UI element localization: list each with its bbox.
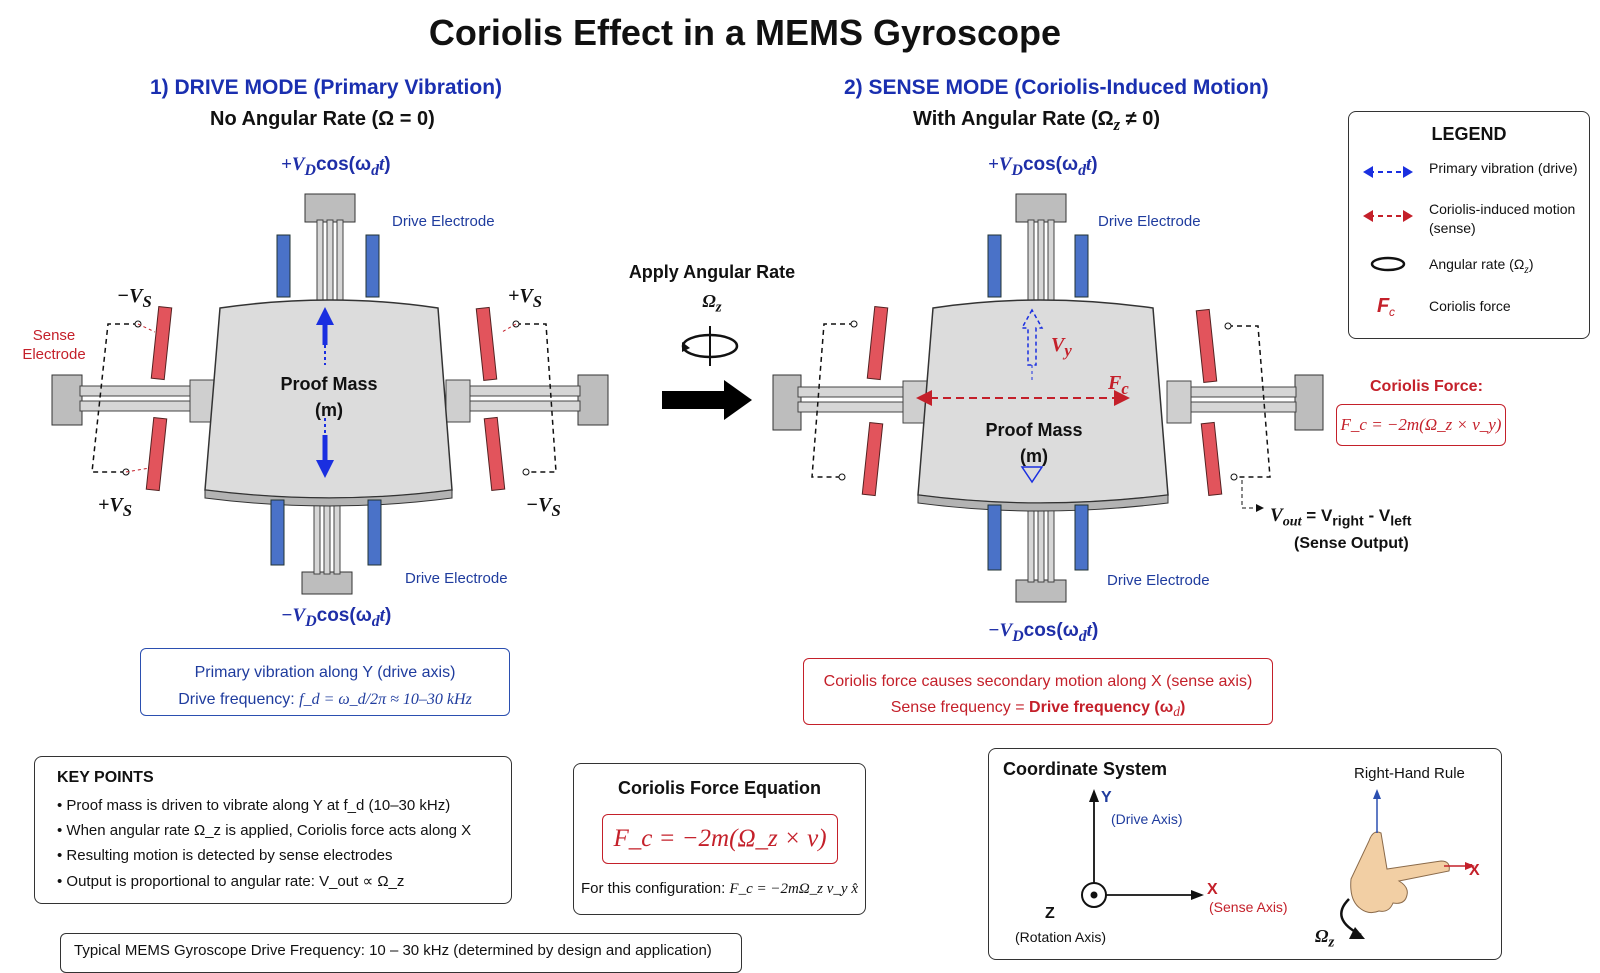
sense-output-label: (Sense Output) — [1294, 535, 1409, 552]
sense-mode-device — [772, 193, 1324, 603]
equation-title: Coriolis Force Equation — [617, 778, 822, 798]
drive-left-spring — [51, 374, 215, 426]
sense-info-box: Coriolis force causes secondary motion a… — [803, 658, 1273, 725]
coriolis-force-legend-symbol: F — [1377, 295, 1390, 317]
legend-item-angular-rate: Angular rate (Ωz) — [1429, 256, 1534, 276]
equation-panel: Coriolis Force Equation F_c = −2m(Ω_z × … — [573, 763, 866, 915]
transition-graphic — [662, 326, 752, 420]
drive-mode-device — [51, 193, 609, 595]
vs-top-right: +VS — [508, 285, 543, 311]
legend-icons: F c — [1363, 166, 1413, 319]
key-point-item: Output is proportional to angular rate: … — [57, 872, 511, 890]
legend-panel: LEGEND F c Primary vibration (drive) Cor… — [1348, 111, 1590, 339]
footer-note: Typical MEMS Gyroscope Drive Frequency: … — [60, 933, 742, 973]
y-axis-letter: Y — [1101, 789, 1112, 806]
drive-top-voltage: +VDcos(ωdt) — [281, 154, 391, 179]
right-hand-rule-label: Right-Hand Rule — [1354, 765, 1465, 782]
drive-mode-heading: 1) DRIVE MODE (Primary Vibration) — [150, 76, 503, 99]
sense-proof-mass-label: Proof Mass (m) — [985, 420, 1083, 466]
vs-bottom-right: −VS — [526, 494, 561, 520]
drive-mode-subheading: No Angular Rate (Ω = 0) — [210, 108, 435, 130]
vs-bottom-left: +VS — [98, 494, 133, 520]
vout-equation: Vout = Vright - Vleft — [1270, 505, 1412, 530]
sense-left-spring — [772, 374, 928, 431]
z-axis-label: (Rotation Axis) — [1015, 929, 1107, 945]
coordinate-axes: X — [1081, 789, 1480, 939]
apply-angular-rate-label: Apply Angular Rate Ωz — [628, 262, 796, 316]
key-point-item: Resulting motion is detected by sense el… — [57, 847, 511, 864]
omega-z-label: Ωz — [1315, 926, 1335, 951]
configuration-equation: For this configuration: F_c = −2mΩ_z v_y… — [581, 880, 858, 897]
sense-top-voltage: +VDcos(ωdt) — [988, 154, 1098, 179]
drive-bottom-voltage: −VDcos(ωdt) — [281, 605, 392, 630]
sense-electrode-label: Sense Electrode — [22, 327, 86, 363]
sense-mode-subheading: With Angular Rate (Ωz ≠ 0) — [913, 108, 1161, 134]
drive-electrode-label-bottom: Drive Electrode — [405, 570, 508, 587]
sense-bottom-voltage: −VDcos(ωdt) — [988, 620, 1099, 645]
page-title: Coriolis Effect in a MEMS Gyroscope — [428, 12, 1062, 53]
legend-item-drive: Primary vibration (drive) — [1429, 160, 1578, 176]
drive-proof-mass-label: Proof Mass (m) — [280, 374, 378, 420]
y-axis-label: (Drive Axis) — [1111, 811, 1183, 827]
coordinate-panel: Coordinate System Right-Hand Rule X Y (D… — [988, 748, 1502, 960]
sense-bottom-spring — [1015, 497, 1067, 603]
drive-electrode-label-top: Drive Electrode — [392, 213, 495, 230]
drive-right-spring — [445, 374, 609, 426]
key-point-item: Proof mass is driven to vibrate along Y … — [57, 797, 511, 814]
svg-text:X: X — [1469, 862, 1480, 879]
coriolis-force-title: Coriolis Force: — [1370, 378, 1483, 395]
legend-title: LEGEND — [1431, 124, 1507, 144]
key-points-panel: KEY POINTS Proof mass is driven to vibra… — [34, 756, 512, 904]
sense-drive-electrode-label-top: Drive Electrode — [1098, 213, 1201, 230]
key-points-title: KEY POINTS — [57, 769, 154, 786]
drive-info-box: Primary vibration along Y (drive axis) D… — [140, 648, 510, 716]
legend-item-sense: Coriolis-induced motion (sense) — [1429, 201, 1576, 236]
sense-drive-electrode-label-bottom: Drive Electrode — [1107, 572, 1210, 589]
angular-rate-legend-icon — [1370, 256, 1406, 272]
coordinate-title: Coordinate System — [1003, 759, 1168, 779]
transition-arrow-head — [724, 380, 752, 420]
legend-item-coriolis-force: Coriolis force — [1429, 298, 1511, 314]
right-hand-icon: X — [1340, 789, 1480, 939]
fc-label: Fc — [1108, 372, 1129, 398]
drive-top-spring — [304, 193, 356, 311]
sense-right-spring — [1166, 374, 1324, 431]
vy-label: Vy — [1051, 334, 1072, 360]
z-axis-letter: Z — [1045, 905, 1055, 922]
sense-mode-heading: 2) SENSE MODE (Coriolis-Induced Motion) — [844, 76, 1269, 99]
vs-top-left: −VS — [117, 285, 152, 311]
svg-text:c: c — [1389, 305, 1395, 319]
x-axis-letter: X — [1207, 881, 1218, 898]
transition-arrow-shaft — [662, 391, 727, 409]
coriolis-equation: F_c = −2m(Ω_z × v) — [602, 814, 838, 864]
sense-proof-mass — [917, 299, 1169, 504]
x-axis-label: (Sense Axis) — [1209, 899, 1288, 915]
sense-top-spring — [1015, 193, 1067, 311]
key-point-item: When angular rate Ω_z is applied, Coriol… — [57, 822, 511, 839]
coriolis-force-eq-box: F_c = −2m(Ω_z × v_y) — [1336, 404, 1506, 446]
